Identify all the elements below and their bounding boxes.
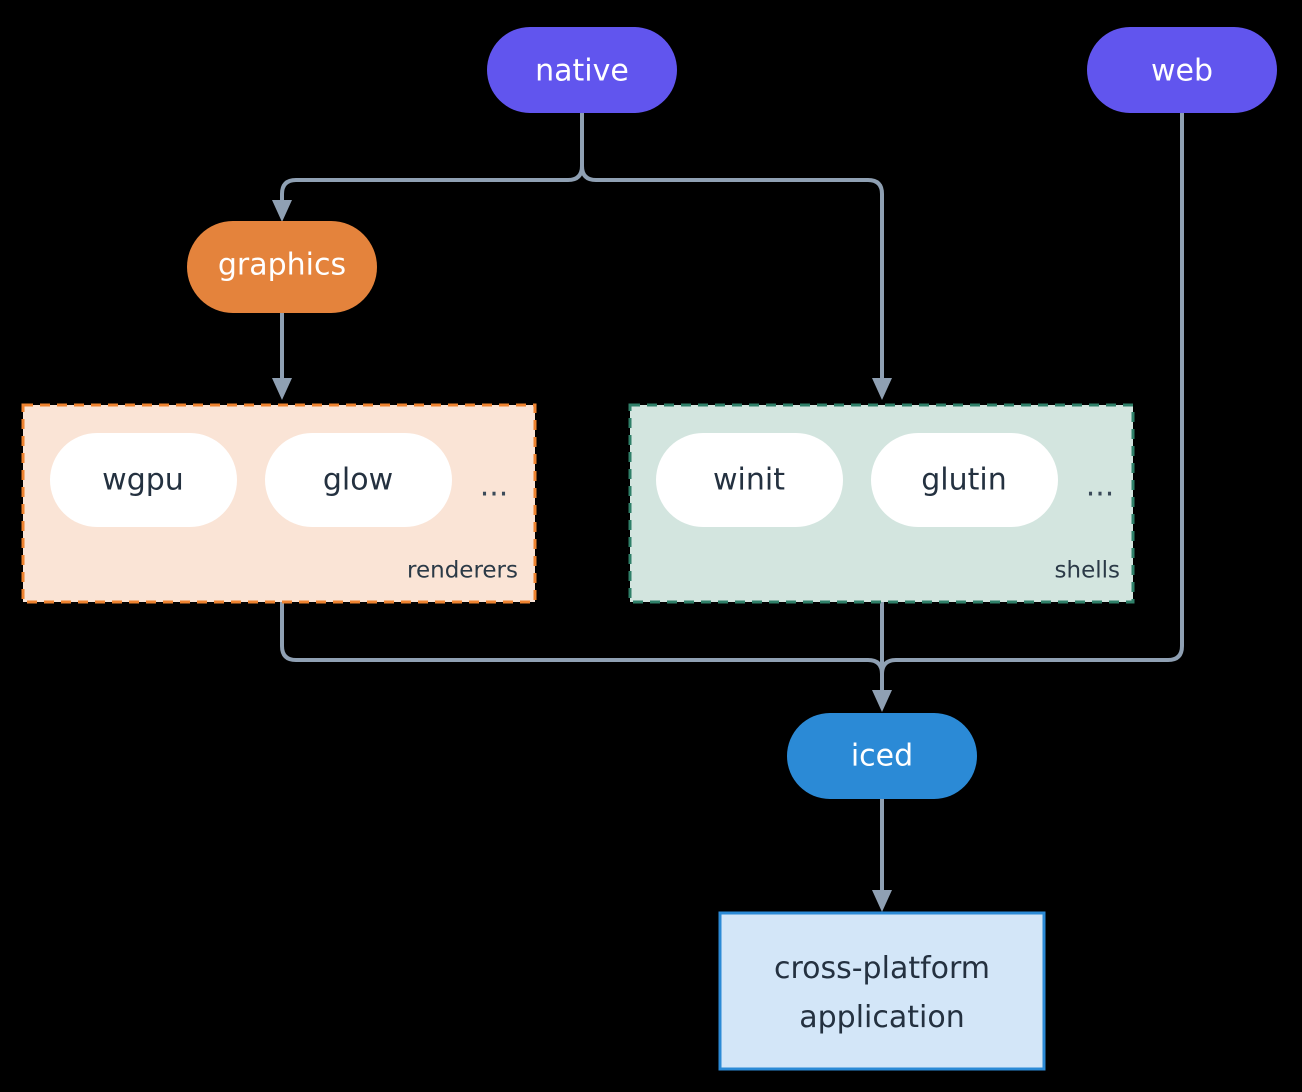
node-graphics[interactable]: graphics — [187, 221, 377, 313]
pill-glow-label: glow — [323, 463, 393, 498]
node-application-box[interactable] — [718, 911, 1046, 1071]
pill-glow-shape[interactable] — [265, 433, 452, 527]
group-shells-caption: shells — [1055, 558, 1120, 584]
node-native[interactable]: native — [487, 27, 677, 113]
node-web[interactable]: web — [1087, 27, 1277, 113]
pill-winit-shape[interactable] — [656, 433, 843, 527]
pill-wgpu[interactable]: wgpu — [50, 433, 237, 527]
edge-web-to-iced — [880, 113, 1184, 694]
arrowhead-native-to-graphics — [272, 200, 292, 222]
arrowhead-native-to-shells — [872, 378, 892, 400]
node-iced-label: iced — [851, 739, 913, 774]
node-web-label: web — [1151, 54, 1213, 89]
edge-renderers-to-iced — [280, 602, 884, 694]
node-native-label: native — [535, 54, 629, 89]
renderers-overflow-ellipsis: ... — [480, 469, 509, 504]
node-native-shape[interactable] — [487, 27, 677, 113]
group-renderers: wgpu glow ... renderers — [21, 403, 537, 604]
node-cross-platform-application[interactable]: cross-platform application — [718, 911, 1046, 1071]
pill-glutin-shape[interactable] — [871, 433, 1058, 527]
pill-wgpu-shape[interactable] — [50, 433, 237, 527]
group-shells: winit glutin ... shells — [628, 403, 1135, 604]
pill-winit-label: winit — [713, 463, 785, 498]
arrowhead-graphics-to-renderers — [272, 378, 292, 400]
pill-glutin[interactable]: glutin — [871, 433, 1058, 527]
node-application-label-line2: application — [799, 1000, 964, 1035]
pill-winit[interactable]: winit — [656, 433, 843, 527]
node-iced-shape[interactable] — [787, 713, 977, 799]
node-application-label-line1: cross-platform — [774, 951, 990, 986]
node-iced[interactable]: iced — [787, 713, 977, 799]
node-web-shape[interactable] — [1087, 27, 1277, 113]
pill-wgpu-label: wgpu — [102, 463, 184, 498]
node-graphics-label: graphics — [218, 248, 346, 283]
pill-glutin-label: glutin — [921, 463, 1007, 498]
pill-glow[interactable]: glow — [265, 433, 452, 527]
edge-layer — [272, 113, 1184, 912]
node-graphics-shape[interactable] — [187, 221, 377, 313]
group-renderers-caption: renderers — [407, 558, 518, 584]
arrowhead-into-iced — [872, 690, 892, 712]
shells-overflow-ellipsis: ... — [1086, 469, 1115, 504]
arrowhead-iced-to-application — [872, 890, 892, 912]
edge-native-to-shells — [580, 113, 884, 383]
edge-native-split — [280, 113, 584, 206]
